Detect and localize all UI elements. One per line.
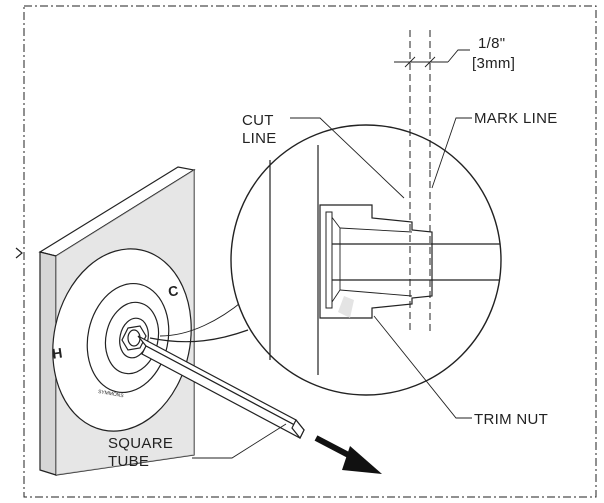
dimension-fraction: 1/8" [478, 35, 505, 52]
cold-mark: C [167, 282, 179, 299]
dimension-callout: 1/8" [3mm] [394, 30, 515, 180]
arrow-down-right-icon [314, 435, 382, 474]
dimension-metric: [3mm] [472, 55, 515, 72]
border-arrow-icon [15, 247, 23, 259]
mark-line-callout: MARK LINE [431, 110, 558, 189]
square-tube-label-2: TUBE [108, 453, 149, 470]
cut-line-callout: CUT LINE [242, 112, 405, 199]
mark-line-label: MARK LINE [474, 110, 558, 127]
cut-line-label-2: LINE [242, 130, 277, 147]
cut-line-label: CUT [242, 112, 274, 129]
brand-mark: SYMMONS [97, 389, 124, 400]
hot-mark: H [51, 344, 63, 361]
trim-nut-label: TRIM NUT [474, 411, 548, 428]
square-tube [137, 335, 305, 440]
escutcheon: H C SYMMONS [51, 248, 192, 432]
square-tube-label: SQUARE [108, 435, 173, 452]
detail-magnifier [149, 124, 502, 396]
trim-nut-callout: TRIM NUT [373, 315, 548, 428]
square-tube-callout: SQUARE TUBE [108, 423, 287, 470]
frame-border [23, 5, 597, 498]
